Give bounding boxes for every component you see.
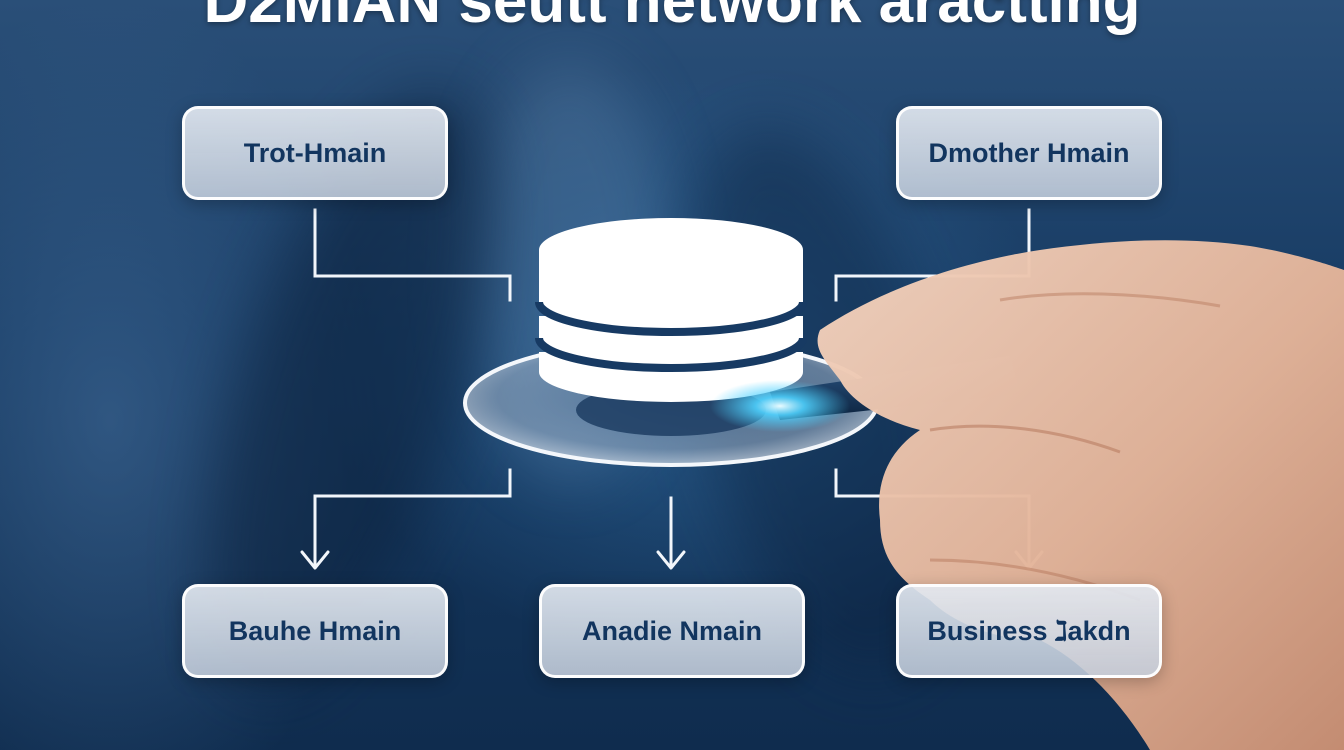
connector-bottom-left — [313, 468, 512, 568]
node-top-left-label: Trot-Hmain — [243, 137, 387, 168]
node-bottom-left: Bauhe Hmain — [182, 584, 448, 678]
node-bottom-left-label: Bauhe Hmain — [228, 615, 402, 646]
arrowhead-bottom-center — [656, 550, 686, 570]
stylus-glow — [710, 380, 850, 432]
node-top-right: Dmother Hmain — [896, 106, 1162, 200]
database-top — [539, 218, 803, 282]
connector-top-right — [834, 208, 1031, 302]
hand-shape — [817, 240, 1344, 750]
connector-top-left — [313, 208, 512, 302]
node-bottom-right-label: Business ℷakdn — [927, 615, 1131, 646]
arrowhead-bottom-left — [300, 550, 330, 570]
node-top-right-label: Dmother Hmain — [928, 137, 1130, 168]
node-bottom-center-label: Anadie Nmain — [581, 615, 763, 646]
node-bottom-right: Business ℷakdn — [896, 584, 1162, 678]
node-bottom-center: Anadie Nmain — [539, 584, 805, 678]
diagram-title: D2MIAN seutt network aractting — [203, 0, 1141, 36]
node-top-left: Trot-Hmain — [182, 106, 448, 200]
